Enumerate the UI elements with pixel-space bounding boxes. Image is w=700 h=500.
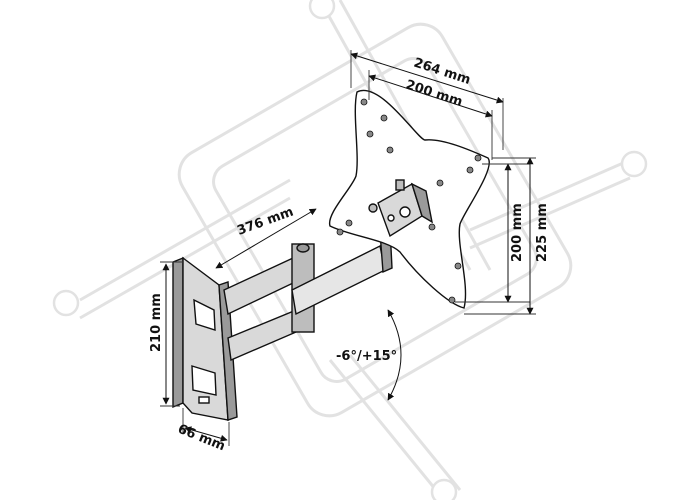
tilt-bracket	[368, 179, 433, 238]
label-tilt-range: -6°/+15°	[336, 349, 397, 364]
wall-plate	[172, 256, 238, 421]
label-210mm: 210 mm	[149, 293, 164, 352]
tilt-indicator: -6°/+15°	[336, 309, 402, 401]
label-66mm: 66 mm	[176, 422, 228, 455]
label-225mm: 225 mm	[535, 203, 550, 262]
dimension-wall-plate-height: 210 mm	[149, 261, 183, 407]
dimension-vesa-inner-height: 200 mm	[455, 163, 530, 303]
dimension-vesa-outer-height: 225 mm	[464, 157, 550, 315]
label-200mm-height: 200 mm	[510, 203, 525, 262]
watermark-logo	[52, 0, 648, 500]
label-376mm: 376 mm	[235, 205, 295, 239]
